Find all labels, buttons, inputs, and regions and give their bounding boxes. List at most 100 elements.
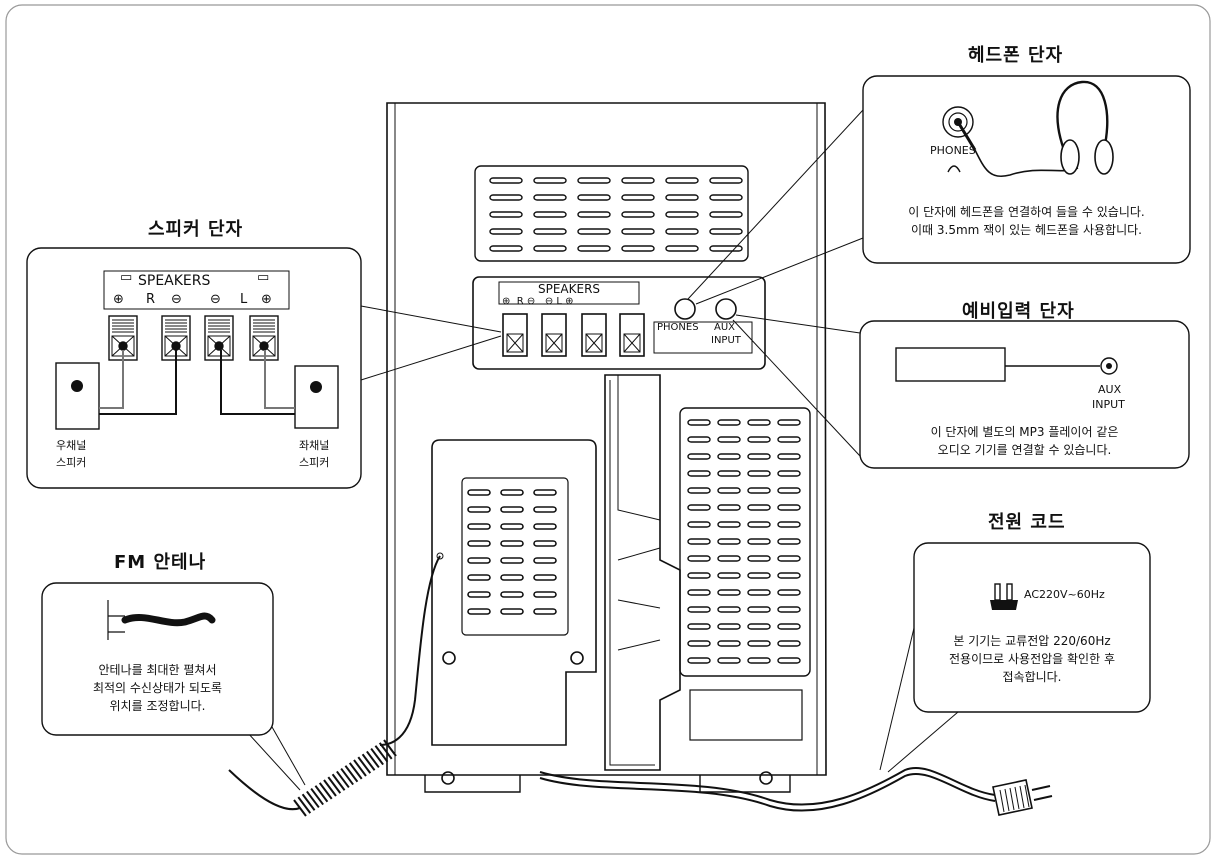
- vent-slot: [717, 589, 741, 596]
- fm-desc-line2: 최적의 수신상태가 되도록: [92, 681, 223, 695]
- plug-rib: [1004, 788, 1010, 812]
- device-terminal-socket: [506, 333, 524, 353]
- vent-slot: [717, 453, 741, 460]
- speaker-l-label: L: [240, 292, 248, 307]
- vent-slot: [500, 608, 524, 615]
- device-terminal-socket: [585, 333, 603, 353]
- speaker-l-plus: ⊕: [261, 292, 272, 307]
- vent-slot: [777, 453, 801, 460]
- vent-slot: [747, 657, 771, 664]
- right-speaker-label-1: 우채널: [56, 439, 87, 452]
- vent-slot: [717, 521, 741, 528]
- power-title: 전원 코드: [988, 512, 1066, 533]
- vent-slot: [533, 245, 567, 252]
- vent-slot: [665, 177, 699, 184]
- dev-r-plus: ⊕: [502, 296, 511, 307]
- device-terminal: [581, 313, 607, 357]
- vent-slot: [717, 657, 741, 664]
- antenna-coil-turn: [314, 785, 329, 803]
- vent-slot: [467, 506, 491, 513]
- vent-slot: [747, 538, 771, 545]
- vent-slot: [500, 574, 524, 581]
- vent-slot: [687, 419, 711, 426]
- power-desc-line3: 접속합니다.: [1002, 670, 1062, 684]
- callout-terminal-screw: [171, 341, 181, 351]
- speaker-callout: [26, 247, 362, 489]
- dev-r: R: [516, 296, 524, 307]
- vent-slot: [747, 589, 771, 596]
- vent-slot: [777, 436, 801, 443]
- vent-slot: [467, 608, 491, 615]
- vent-slot: [500, 557, 524, 564]
- vent-slot: [489, 211, 523, 218]
- vent-slot: [577, 194, 611, 201]
- vent-slot: [777, 470, 801, 477]
- fm-desc-line3: 위치를 조정합니다.: [109, 699, 206, 713]
- vent-slot: [533, 608, 557, 615]
- vent-slot: [665, 211, 699, 218]
- antenna-coil-turn: [336, 770, 350, 789]
- vent-slot: [709, 211, 743, 218]
- vent-slot: [777, 623, 801, 630]
- aux-callout: [859, 320, 1190, 469]
- vent-slot: [687, 487, 711, 494]
- device-terminal-cross: [506, 333, 524, 353]
- left-speaker-label-2: 스피커: [299, 456, 330, 469]
- dev-l: L: [556, 296, 562, 307]
- antenna-coil-turn: [318, 782, 333, 800]
- speaker-r-label: R: [146, 292, 156, 307]
- power-rating: AC220V~60Hz: [1024, 588, 1105, 601]
- vent-slot: [489, 177, 523, 184]
- vent-slot: [500, 523, 524, 530]
- vent-slot: [747, 555, 771, 562]
- vent-slot: [500, 506, 524, 513]
- fm-callout: [41, 582, 274, 736]
- vent-slot: [533, 177, 567, 184]
- fm-desc-line1: 안테나를 최대한 펼쳐서: [98, 663, 217, 677]
- aux-label-2: INPUT: [1092, 398, 1125, 411]
- vent-slot: [533, 194, 567, 201]
- headphone-desc-line1: 이 단자에 헤드폰을 연결하여 들을 수 있습니다.: [908, 205, 1145, 219]
- vent-slot: [687, 555, 711, 562]
- vent-slot: [467, 523, 491, 530]
- vent-slot: [577, 245, 611, 252]
- callout-terminal-screw: [259, 341, 269, 351]
- device-terminal-cross: [585, 333, 603, 353]
- device-terminal: [502, 313, 528, 357]
- antenna-coil-turn: [344, 765, 359, 783]
- plug-rib: [999, 789, 1005, 813]
- device-phones-label: PHONES: [657, 322, 699, 333]
- speaker-title: 스피커 단자: [148, 219, 244, 240]
- vent-slot: [717, 419, 741, 426]
- callout-terminal-screw: [214, 341, 224, 351]
- device-lower-left-panel: [431, 439, 597, 746]
- device-terminal: [541, 313, 567, 357]
- device-aux-label-1: AUX: [714, 322, 736, 333]
- vent-slot: [687, 436, 711, 443]
- device-connector-panel: [472, 276, 766, 370]
- device-terminal-socket: [545, 333, 563, 353]
- speaker-right-icon: ▭: [257, 270, 270, 285]
- antenna-coil-turn: [323, 779, 337, 797]
- plug-rib: [1019, 785, 1025, 809]
- vent-slot: [533, 557, 557, 564]
- vent-slot: [777, 657, 801, 664]
- vent-slot: [777, 589, 801, 596]
- vent-slot: [747, 436, 771, 443]
- vent-slot: [717, 436, 741, 443]
- vent-slot: [687, 623, 711, 630]
- vent-slot: [500, 591, 524, 598]
- vent-slot: [717, 504, 741, 511]
- device-right-vent: [679, 407, 811, 741]
- speaker-l-minus: ⊖: [210, 292, 221, 307]
- left-speaker-label-1: 좌채널: [299, 439, 330, 452]
- vent-slot: [621, 177, 655, 184]
- device-speakers-label: SPEAKERS: [538, 282, 601, 296]
- antenna-coil-turn: [366, 750, 380, 769]
- vent-slot: [533, 228, 567, 235]
- vent-slot: [777, 538, 801, 545]
- vent-slot: [467, 591, 491, 598]
- vent-slot: [533, 540, 557, 547]
- vent-slot: [777, 606, 801, 613]
- speaker-left-icon: ▭: [120, 270, 133, 285]
